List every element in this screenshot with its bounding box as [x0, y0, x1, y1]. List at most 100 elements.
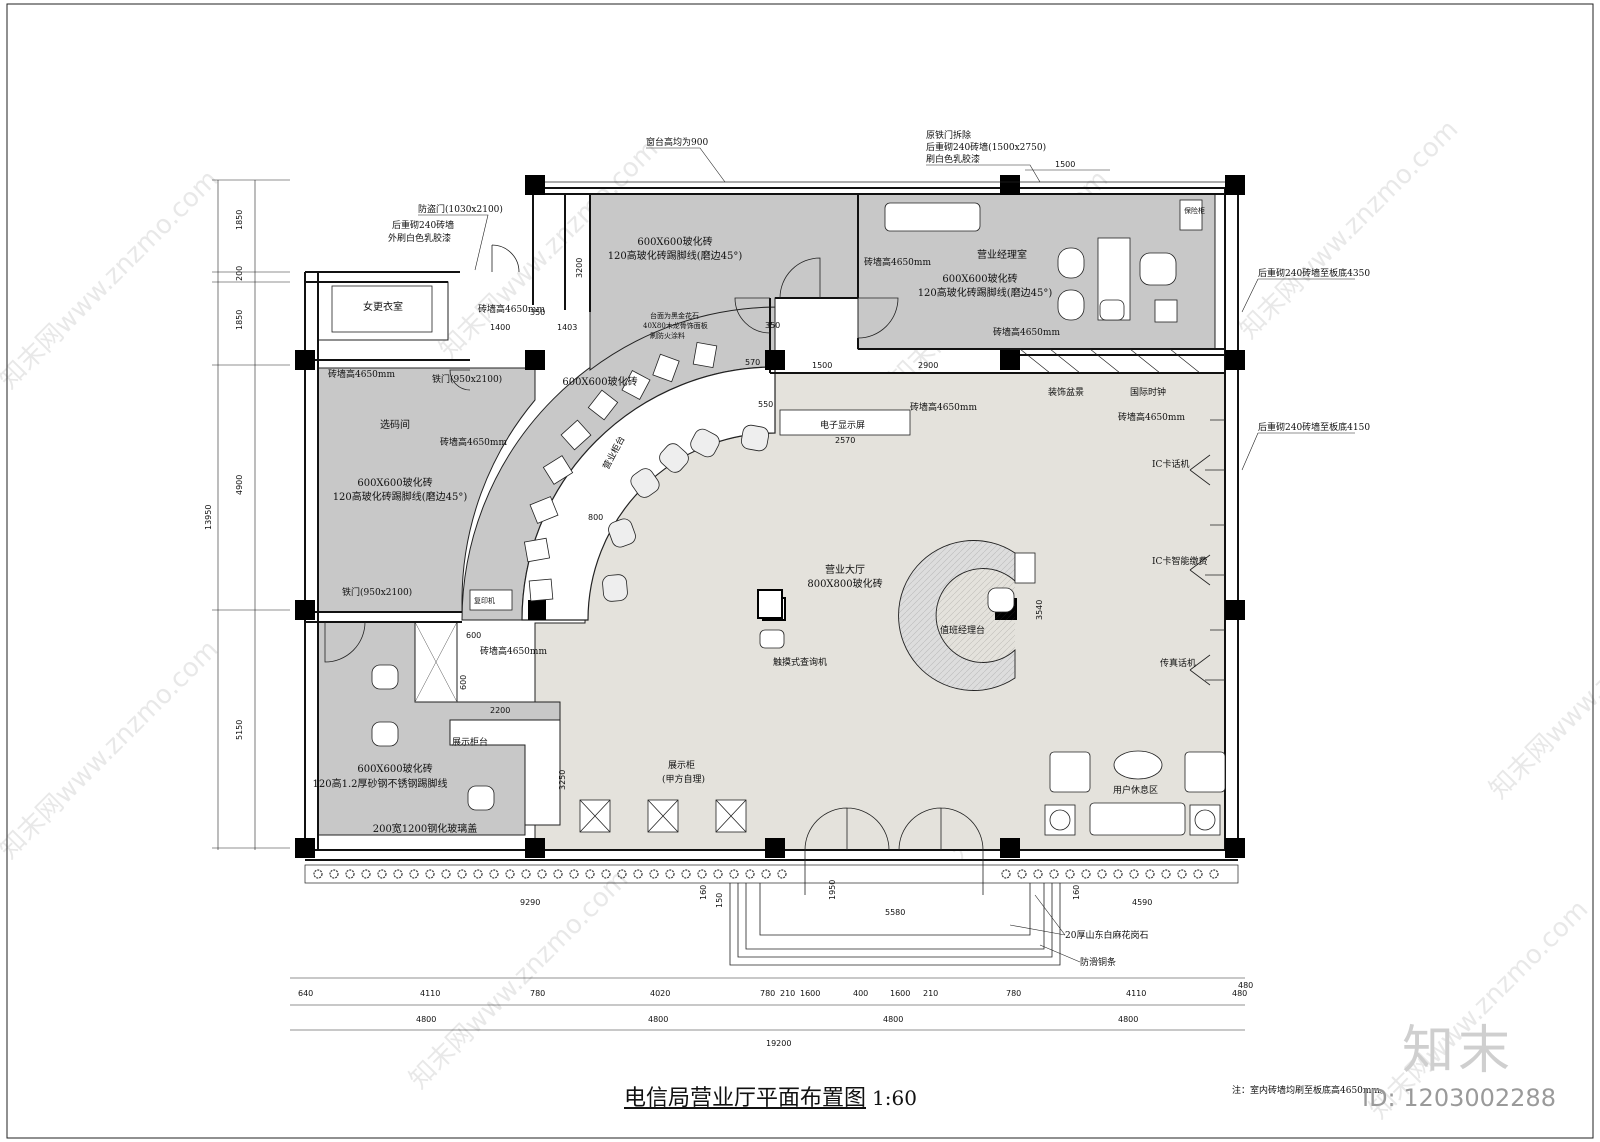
drawing-title-text: 电信局营业厅平面布置图 — [624, 1086, 867, 1111]
svg-text:2200: 2200 — [490, 706, 510, 715]
svg-text:120高1.2厚砂钢不锈钢踢脚线: 120高1.2厚砂钢不锈钢踢脚线 — [313, 777, 448, 790]
svg-text:砖墙高4650mm: 砖墙高4650mm — [993, 326, 1060, 338]
plant-icon — [457, 869, 467, 879]
showcase-room-chairs — [371, 664, 495, 811]
svg-text:刷防火涂料: 刷防火涂料 — [650, 331, 685, 340]
svg-text:1500: 1500 — [812, 361, 832, 370]
svg-text:砖墙高4650mm: 砖墙高4650mm — [328, 368, 395, 380]
dimension-value: 210 — [780, 989, 795, 998]
counter-stations — [469, 341, 770, 611]
svg-text:4900: 4900 — [235, 475, 244, 495]
dimension-value: 780 — [530, 989, 545, 998]
svg-text:2900: 2900 — [918, 361, 938, 370]
svg-text:传真话机: 传真话机 — [1160, 657, 1196, 669]
svg-text:后重砌240砖墙(1500x2750): 后重砌240砖墙(1500x2750) — [926, 141, 1046, 153]
svg-text:150: 150 — [715, 893, 724, 908]
cabinet-icon — [1154, 299, 1178, 323]
plant-icon — [1001, 869, 1011, 879]
plant-icon — [553, 869, 563, 879]
plant-icon — [713, 869, 723, 879]
dimension-total: 19200 — [766, 1039, 791, 1048]
svg-text:600X600玻化砖: 600X600玻化砖 — [637, 235, 712, 248]
svg-text:600X600玻化砖: 600X600玻化砖 — [357, 762, 432, 775]
phone-booths — [1189, 419, 1225, 686]
dimension-value: 4800 — [416, 1015, 436, 1024]
left-dimensions: 1850 200 1850 4900 5150 13950 — [204, 210, 244, 740]
svg-text:防盗门(1030x2100): 防盗门(1030x2100) — [418, 203, 503, 215]
armchair-icon — [1049, 751, 1091, 793]
watermark-text: 知末网www.znzmo.com — [0, 634, 224, 865]
svg-text:570: 570 — [745, 358, 760, 367]
brand-logo: 知末 — [1402, 1021, 1515, 1081]
svg-text:40X80木龙骨饰面板: 40X80木龙骨饰面板 — [643, 321, 708, 330]
plant-icon — [569, 869, 579, 879]
manager-office-label: 营业经理室 — [977, 248, 1027, 261]
doors — [324, 244, 984, 895]
machine-room-label: 选码间 — [380, 418, 410, 431]
plant-icon — [729, 869, 739, 879]
svg-text:展示柜: 展示柜 — [668, 759, 695, 771]
top-dimension: 1500 — [1055, 160, 1075, 169]
plant-icon — [521, 869, 531, 879]
kiosk-stool — [759, 629, 785, 649]
plant-icon — [1033, 869, 1043, 879]
machine-room-floor — [317, 367, 536, 613]
svg-text:600: 600 — [466, 631, 481, 640]
svg-text:保险柜: 保险柜 — [1184, 206, 1205, 215]
svg-text:1850: 1850 — [235, 210, 244, 230]
female-locker-label: 女更衣室 — [363, 300, 403, 313]
kiosk-icon — [757, 589, 783, 619]
armchair-icon — [1184, 751, 1226, 793]
plant-icon — [601, 869, 611, 879]
top-room-floor — [589, 193, 859, 372]
drawing-note: 注：室内砖墙均刷至板底高4650mm。 — [1232, 1086, 1389, 1096]
svg-text:后重砌240砖墙至板底4350: 后重砌240砖墙至板底4350 — [1258, 267, 1370, 279]
locker-cabinet — [331, 285, 433, 333]
watermark-text: 知末网www.znzmo.com — [0, 164, 224, 395]
svg-text:3200: 3200 — [575, 258, 584, 278]
plant-icon — [489, 869, 499, 879]
svg-text:600X600玻化砖: 600X600玻化砖 — [942, 272, 1017, 285]
svg-text:20厚山东白麻花岗石: 20厚山东白麻花岗石 — [1065, 929, 1148, 941]
plant-icon — [697, 869, 707, 879]
svg-text:原铁门拆除: 原铁门拆除 — [926, 129, 971, 141]
svg-text:3250: 3250 — [558, 770, 567, 790]
room-labels: 女更衣室 选码间 600X600玻化砖 120高玻化砖踢脚线(磨边45°) 60… — [313, 235, 1053, 835]
svg-text:5150: 5150 — [235, 720, 244, 740]
plant-icon — [329, 869, 339, 879]
svg-text:160: 160 — [699, 885, 708, 900]
dimension-value: 4020 — [650, 989, 670, 998]
office-furniture — [884, 199, 1203, 323]
svg-text:600: 600 — [459, 675, 468, 690]
sofa-icon — [1089, 802, 1186, 836]
safe-icon — [1179, 199, 1203, 231]
plant-icon — [409, 869, 419, 879]
svg-text:砖墙高4650mm: 砖墙高4650mm — [1118, 411, 1185, 423]
dimension-value: 1600 — [890, 989, 910, 998]
plant-icon — [649, 869, 659, 879]
svg-text:350: 350 — [765, 321, 780, 330]
planter-box — [304, 864, 1239, 884]
svg-text:9290: 9290 — [520, 898, 540, 907]
office-chair-icon — [1139, 252, 1177, 286]
svg-text:触摸式查询机: 触摸式查询机 — [773, 656, 827, 668]
svg-text:用户休息区: 用户休息区 — [1113, 784, 1158, 796]
svg-text:800X800玻化砖: 800X800玻化砖 — [807, 577, 882, 590]
plant-icon — [1209, 869, 1219, 879]
watermark-text: 知末网www.znzmo.com — [404, 864, 635, 1095]
svg-text:3540: 3540 — [1035, 600, 1044, 620]
svg-text:600X600玻化砖: 600X600玻化砖 — [357, 476, 432, 489]
plant-icon — [665, 869, 675, 879]
dimension-value: 4800 — [648, 1015, 668, 1024]
svg-text:120高玻化砖踢脚线(磨边45°): 120高玻化砖踢脚线(磨边45°) — [918, 286, 1053, 299]
svg-text:装饰盆景: 装饰盆景 — [1048, 386, 1084, 398]
svg-text:1850: 1850 — [235, 310, 244, 330]
dimension-value: 480 — [1232, 989, 1247, 998]
dimension-value: 4110 — [1126, 989, 1146, 998]
plant-icon — [537, 869, 547, 879]
plant-icon — [1097, 869, 1107, 879]
plant-icon — [393, 869, 403, 879]
plant-icon — [1177, 869, 1187, 879]
svg-text:800: 800 — [588, 513, 603, 522]
